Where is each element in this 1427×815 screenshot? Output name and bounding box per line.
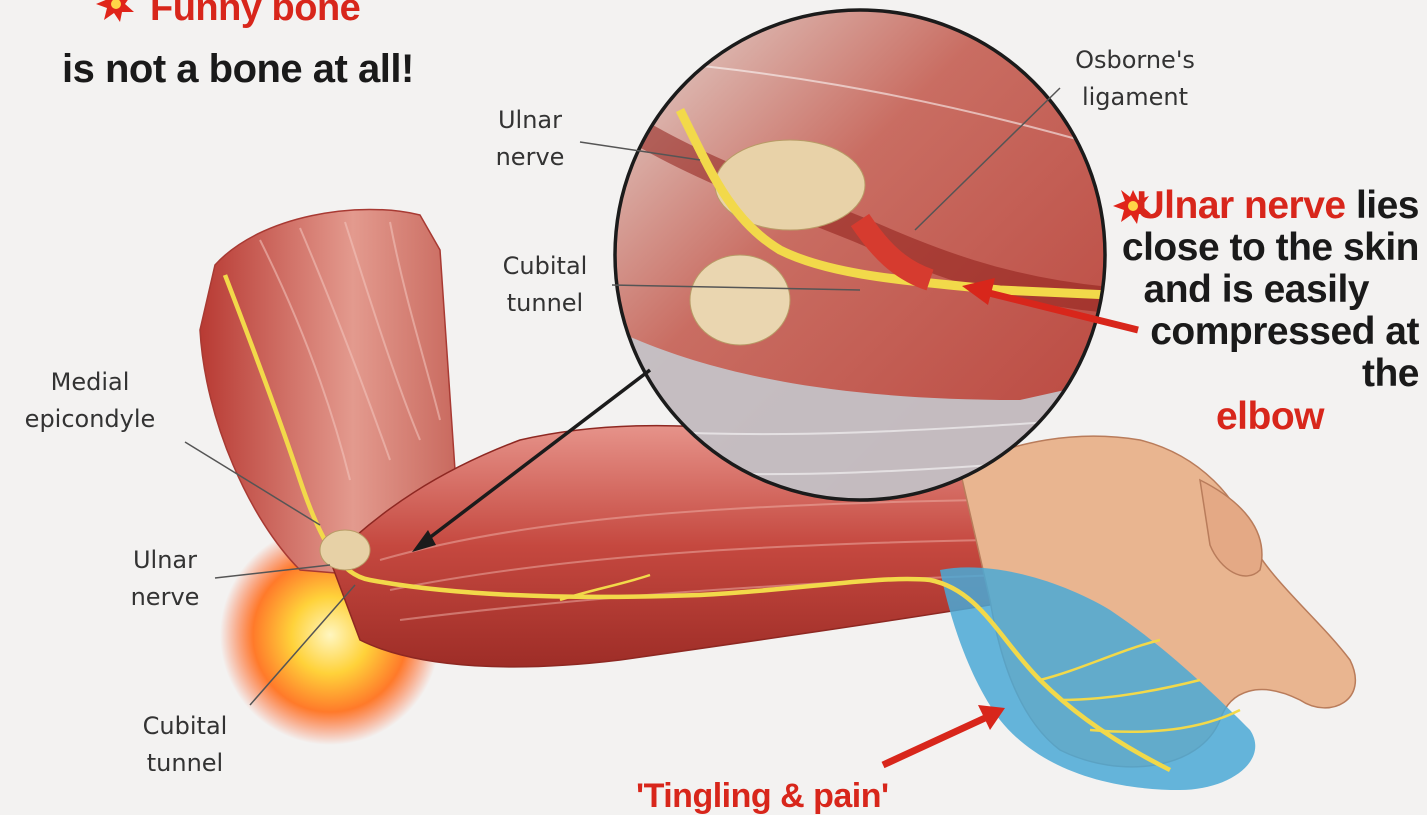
medial-epicondyle-bone (320, 530, 370, 570)
label-cubital-arm-line2: tunnel (130, 745, 240, 782)
label-ulnar-inset-line1: Ulnar (480, 102, 580, 139)
callout-line5: elbow (1089, 396, 1419, 438)
label-cubital-inset-line2: tunnel (485, 285, 605, 322)
label-ulnar-arm-line1: Ulnar (115, 542, 215, 579)
label-medial-line2: epicondyle (10, 401, 170, 438)
label-cubital-arm-line1: Cubital (130, 708, 240, 745)
callout-line1-rest: lies (1346, 184, 1419, 227)
tingling-arrow (883, 705, 1005, 765)
callout-line3: and is easily (1089, 269, 1419, 311)
label-ulnar-arm-line2: nerve (115, 579, 215, 616)
headline-title: Funny bone (150, 0, 360, 29)
label-ulnar-nerve-inset: Ulnar nerve (480, 102, 580, 176)
label-osbornes-line2: ligament (1060, 79, 1210, 116)
label-medial-epicondyle: Medial epicondyle (10, 364, 170, 438)
label-osbornes-line1: Osborne's (1060, 42, 1210, 79)
callout-text: Ulnar nerve lies close to the skin and i… (1089, 185, 1419, 438)
label-osbornes-ligament: Osborne's ligament (1060, 42, 1210, 116)
callout-line2: close to the skin (1089, 227, 1419, 269)
label-cubital-tunnel-arm: Cubital tunnel (130, 708, 240, 782)
callout-line4: compressed at the (1089, 311, 1419, 395)
label-cubital-inset-line1: Cubital (485, 248, 605, 285)
label-cubital-tunnel-inset: Cubital tunnel (485, 248, 605, 322)
headline-subtitle: is not a bone at all! (62, 48, 414, 91)
callout-highlight: Ulnar nerve (1137, 184, 1346, 227)
label-medial-line1: Medial (10, 364, 170, 401)
label-ulnar-inset-line2: nerve (480, 139, 580, 176)
tingling-caption: 'Tingling & pain' (636, 778, 889, 815)
label-ulnar-nerve-arm: Ulnar nerve (115, 542, 215, 616)
burst-icon (96, 0, 134, 22)
